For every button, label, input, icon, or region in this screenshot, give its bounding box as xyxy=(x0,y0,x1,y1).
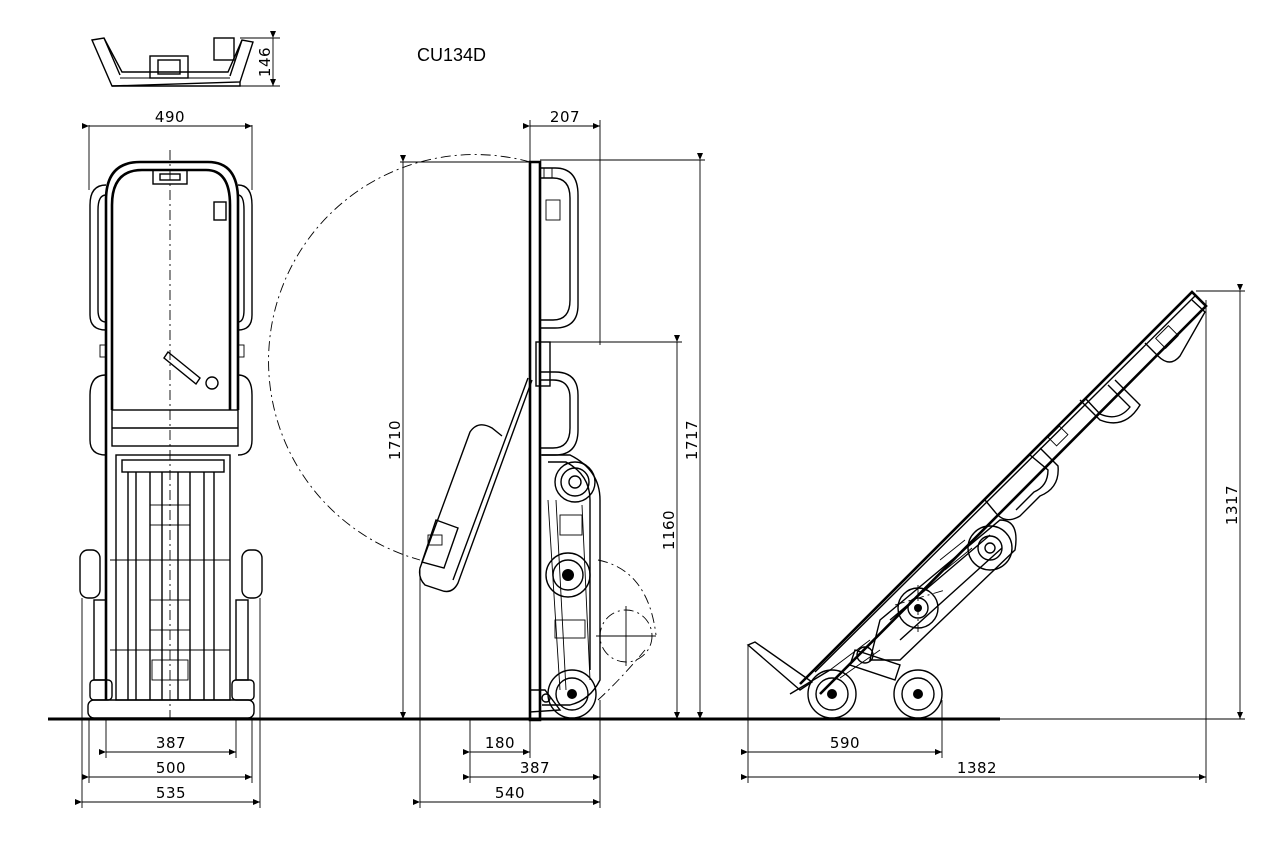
dim-tilted-height: 1317 xyxy=(1223,485,1241,525)
dim-side-toe-plate: 180 xyxy=(485,734,515,752)
dim-side-handle-height: 1160 xyxy=(660,510,678,550)
tilted-view: 1317 590 1382 xyxy=(741,284,1245,783)
dim-side-height-overall: 1717 xyxy=(683,420,701,460)
top-view: 146 xyxy=(91,31,280,87)
dim-tilted-wheel-span: 590 xyxy=(830,734,860,752)
dim-side-depth-base: 387 xyxy=(520,759,550,777)
dim-front-wheel-track: 387 xyxy=(156,734,186,752)
drawing-title: CU134D xyxy=(417,45,486,65)
dim-tilted-length: 1382 xyxy=(957,759,997,777)
dim-front-overall-width: 535 xyxy=(156,784,186,802)
dim-front-width-top: 490 xyxy=(155,108,185,126)
dim-front-base-width: 500 xyxy=(156,759,186,777)
dim-side-depth-top: 207 xyxy=(550,108,580,126)
dim-side-height: 1710 xyxy=(386,420,404,460)
dim-side-overall-depth: 540 xyxy=(495,784,525,802)
dim-top-view-height: 146 xyxy=(256,47,274,77)
front-view: 490 xyxy=(75,108,263,808)
side-view: 207 xyxy=(268,108,705,808)
